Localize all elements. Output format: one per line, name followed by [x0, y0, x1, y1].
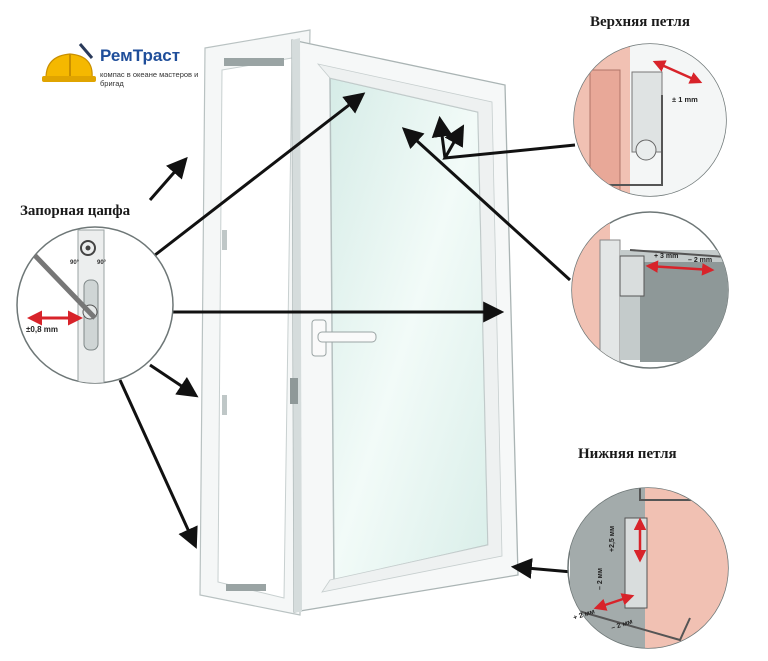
callout-bottom-hinge: +2,5 мм – 2 мм + 2 мм – 2 мм	[567, 487, 729, 649]
logo-name: РемТраст	[100, 46, 181, 65]
window-handle	[311, 319, 377, 357]
locking-pin-angle-right: 90°	[97, 260, 107, 266]
logo-tagline: компас в океане мастеров и бригад	[100, 70, 199, 88]
frame-hardware-bottom	[226, 584, 266, 591]
helmet-icon	[42, 43, 96, 82]
locking-pin-angle-left: 90°	[70, 260, 80, 266]
scissor-adjust-minus: – 2 mm	[688, 257, 712, 264]
label-bottom-hinge: Нижняя петля	[578, 446, 677, 462]
label-top-hinge: Верхняя петля	[590, 14, 690, 30]
label-locking-pin: Запорная цапфа	[20, 203, 131, 219]
top-hinge-offset: ± 1 mm	[672, 95, 698, 104]
window-sash	[290, 38, 519, 613]
locking-pin-offset: ±0,8 mm	[26, 325, 58, 334]
callout-top-hinge: ± 1 mm	[573, 43, 727, 197]
bottom-hinge-up: +2,5 мм	[609, 526, 616, 552]
bottom-hinge-down: – 2 мм	[597, 568, 604, 590]
callout-locking-pin: ±0,8 mm 90° 90°	[16, 226, 174, 384]
callout-top-hinge-scissor: + 3 mm – 2 mm	[571, 211, 729, 369]
pointer-arrows	[118, 92, 576, 579]
logo: РемТраст компас в океане мастеров и бриг…	[40, 40, 210, 88]
frame-hardware-top	[224, 58, 284, 66]
sash-stay	[290, 378, 298, 404]
scissor-adjust-plus: + 3 mm	[654, 253, 678, 260]
glass-pane	[329, 77, 489, 581]
